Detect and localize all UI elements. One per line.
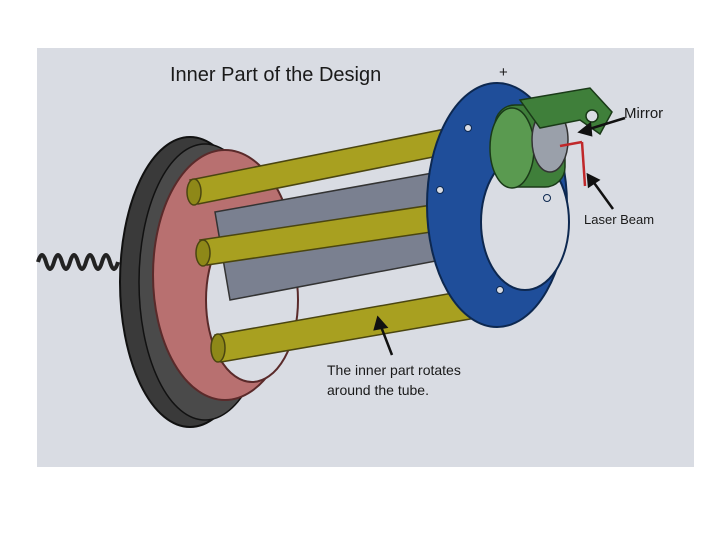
bracket-hole (585, 109, 599, 123)
laser-beam (559, 140, 587, 187)
mirror-cylinder-face (489, 107, 535, 189)
rotation-note-line-1: The inner part rotates (327, 362, 461, 378)
spring-cable (36, 253, 120, 271)
annotation-arrows (373, 116, 626, 356)
plus-mark: + (499, 64, 508, 81)
diagram-title: Inner Part of the Design (170, 64, 382, 86)
rotation-note: The inner part rotates around the tube. (327, 360, 517, 400)
mirror-label: Mirror (624, 105, 664, 122)
mirror-bracket (518, 87, 613, 136)
laser-beam-label: Laser Beam (584, 212, 655, 227)
rotation-note-line-2: around the tube. (327, 382, 429, 398)
